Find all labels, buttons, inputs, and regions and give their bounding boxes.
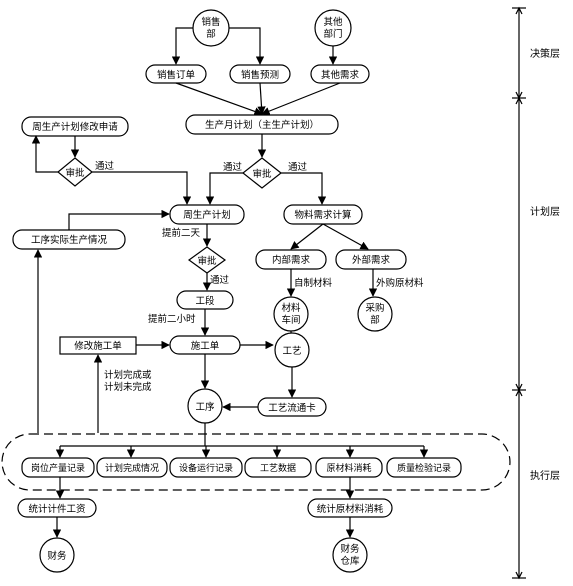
label-pass-3: 通过 (288, 161, 308, 173)
svg-text:统计原材料消耗: 统计原材料消耗 (317, 503, 384, 515)
svg-text:质量检验记录: 质量检验记录 (397, 462, 451, 474)
node-quality-record: 质量检验记录 (386, 457, 462, 478)
svg-text:岗位产量记录: 岗位产量记录 (31, 462, 85, 474)
label-purchase-material: 外购原材料 (376, 277, 424, 289)
svg-text:周生产计划: 周生产计划 (183, 209, 231, 221)
svg-text:修改施工单: 修改施工单 (74, 340, 122, 352)
node-process: 工序 (187, 388, 223, 424)
svg-text:销售: 销售 (201, 16, 220, 28)
svg-text:销售订单: 销售订单 (157, 69, 196, 81)
node-piece-wage: 统计计件工资 (17, 498, 97, 518)
svg-text:外部需求: 外部需求 (352, 254, 391, 266)
node-other-demand: 其他需求 (310, 64, 370, 84)
svg-text:审批: 审批 (197, 255, 217, 267)
svg-text:部: 部 (370, 314, 380, 326)
svg-text:设备运行记录: 设备运行记录 (179, 462, 233, 474)
node-other-dept: 其他 部门 (314, 9, 352, 47)
svg-text:工段: 工段 (195, 295, 215, 307)
node-material-workshop: 材料 车间 (273, 296, 309, 332)
node-raw-consumption: 原材料消耗 (315, 457, 383, 478)
node-purchase-dept: 采购 部 (357, 296, 393, 332)
node-approve-1: 审批 (57, 157, 93, 187)
node-equipment-record: 设备运行记录 (169, 457, 243, 478)
svg-text:工序: 工序 (195, 401, 215, 413)
label-self-material: 自制材料 (294, 277, 333, 289)
svg-text:采购: 采购 (365, 302, 384, 314)
svg-text:其他需求: 其他需求 (321, 69, 360, 81)
node-weekly-plan: 周生产计划 (169, 204, 245, 225)
layer-execution: 执行层 (530, 469, 560, 482)
node-sales-forecast: 销售预测 (229, 64, 291, 84)
label-two-hours: 提前二小时 (148, 313, 196, 325)
svg-text:财务: 财务 (340, 543, 360, 555)
node-internal-demand: 内部需求 (255, 249, 327, 270)
svg-text:内部需求: 内部需求 (272, 254, 311, 266)
svg-text:工艺流通卡: 工艺流通卡 (268, 402, 316, 414)
svg-text:审批: 审批 (252, 168, 272, 180)
svg-text:物料需求计算: 物料需求计算 (294, 209, 351, 221)
node-approve-3: 审批 (187, 246, 227, 274)
node-modify-order: 修改施工单 (59, 336, 137, 355)
layer-scale: 决策层 计划层 执行层 (512, 6, 567, 580)
svg-text:生产月计划（主生产计划）: 生产月计划（主生产计划） (205, 119, 319, 131)
svg-text:材料: 材料 (281, 302, 301, 314)
svg-text:周生产计划修改申请: 周生产计划修改申请 (32, 121, 118, 133)
node-plan-completion: 计划完成情况 (96, 457, 168, 478)
svg-text:工艺: 工艺 (282, 346, 301, 357)
layer-decision: 决策层 (530, 47, 560, 60)
layer-planning: 计划层 (530, 205, 560, 218)
label-pass-2: 通过 (223, 161, 243, 173)
svg-text:工序实际生产情况: 工序实际生产情况 (31, 234, 108, 246)
svg-text:计划完成情况: 计划完成情况 (105, 462, 159, 474)
node-raw-stats: 统计原材料消耗 (307, 498, 393, 518)
node-material-calc: 物料需求计算 (283, 204, 363, 225)
node-sales-dept: 销售 部 (192, 9, 230, 47)
node-post-output: 岗位产量记录 (21, 457, 95, 478)
node-monthly-plan: 生产月计划（主生产计划） (185, 114, 339, 135)
label-pass-4: 通过 (210, 274, 230, 286)
svg-text:部: 部 (206, 28, 216, 40)
svg-text:车间: 车间 (281, 314, 300, 326)
node-section: 工段 (176, 290, 234, 310)
node-external-demand: 外部需求 (335, 249, 407, 270)
label-plan-status-2: 计划未完成 (104, 381, 152, 393)
execution-container (1, 433, 511, 491)
svg-text:财务: 财务 (47, 550, 67, 562)
svg-text:审批: 审批 (65, 167, 85, 179)
label-plan-status-1: 计划完成或 (104, 369, 152, 381)
node-craft-data: 工艺数据 (244, 457, 312, 478)
node-finance-warehouse: 财务 仓库 (332, 537, 368, 573)
svg-text:原材料消耗: 原材料消耗 (326, 462, 371, 474)
svg-text:仓库: 仓库 (340, 555, 360, 567)
node-sales-order: 销售订单 (145, 64, 207, 84)
svg-text:销售预测: 销售预测 (241, 69, 279, 81)
node-weekly-change-request: 周生产计划修改申请 (21, 116, 129, 137)
node-actual-status: 工序实际生产情况 (12, 229, 126, 250)
label-pass-1: 通过 (95, 160, 115, 172)
node-approve-2: 审批 (242, 157, 282, 189)
svg-text:部门: 部门 (323, 28, 342, 40)
svg-text:施工单: 施工单 (191, 340, 220, 352)
node-craft: 工艺 (274, 332, 310, 368)
label-two-days: 提前二天 (162, 227, 201, 239)
svg-text:工艺数据: 工艺数据 (260, 462, 296, 474)
node-craft-card: 工艺流通卡 (257, 397, 327, 417)
node-work-order: 施工单 (169, 335, 241, 355)
node-finance: 财务 (39, 537, 75, 573)
svg-text:统计计件工资: 统计计件工资 (28, 503, 86, 515)
svg-text:其他: 其他 (323, 16, 343, 28)
